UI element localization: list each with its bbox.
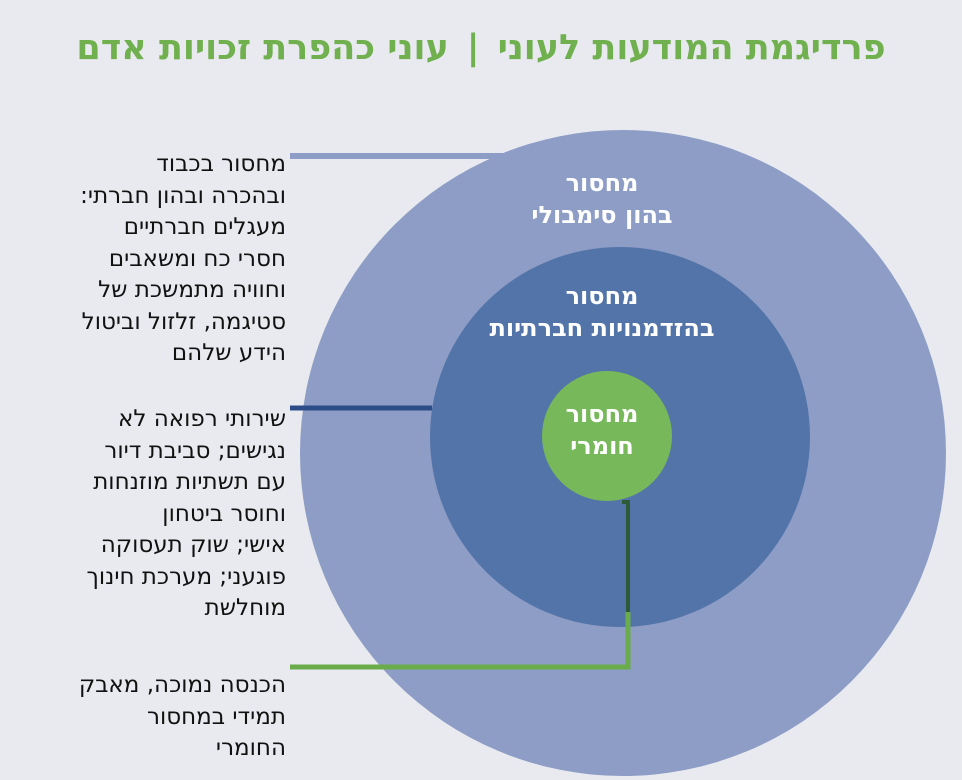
circle-label-line: בהזדמנויות חברתיות [489, 314, 715, 342]
annotation-line: חסרי כח ומשאבים [108, 245, 286, 272]
annotation-line: וחוסר ביטחון [162, 500, 286, 527]
symbolic-capital-label: מחסור בהון סימבולי [512, 167, 692, 231]
circle-label-line: מחסור [565, 169, 639, 197]
page-title: פרדיגמת המודעות לעוני | עוני כהפרת זכויות … [0, 26, 962, 70]
annotation-line: וחוויה מתמשכת של [98, 277, 286, 303]
material-connector-inner-line [622, 500, 630, 612]
annotation-line: הכנסה נמוכה, מאבק [78, 672, 286, 698]
annotation-line: נגישים; סביבת דיור [104, 437, 286, 464]
title-left: פרדיגמת המודעות לעוני [497, 28, 886, 68]
material-label: מחסור חומרי [532, 398, 672, 462]
social-opportunities-label: מחסור בהזדמנויות חברתיות [452, 280, 752, 344]
circle-label-line: מחסור [565, 282, 639, 310]
annotation-line: פוגעני; מערכת חינוך [86, 563, 286, 590]
annotation-line: החומרי [215, 735, 286, 761]
annotation-line: אישי; שוק תעסוקה [100, 532, 286, 558]
social-opportunities-annotation: שירותי רפואה לא נגישים; סביבת דיור עם תש… [28, 404, 286, 625]
title-separator: | [466, 28, 480, 68]
annotation-line: שירותי רפואה לא [117, 406, 286, 432]
annotation-line: תמידי במחסור [146, 703, 286, 730]
annotation-line: הידע שלהם [171, 340, 286, 366]
material-circle [542, 371, 672, 501]
annotation-line: מעגלים חברתיים [123, 214, 286, 240]
symbolic-capital-annotation: מחסור בכבוד ובהכרה ובהון חברתי: מעגלים ח… [28, 149, 286, 370]
annotation-line: סטיגמה, זלזול וביטול [81, 308, 286, 335]
title-right: עוני כהפרת זכויות אדם [76, 28, 449, 68]
annotation-line: מחסור בכבוד [156, 151, 286, 177]
material-connector-outer-line [290, 612, 631, 670]
circle-label-line: חומרי [570, 432, 634, 460]
annotation-line: ובהכרה ובהון חברתי: [80, 182, 286, 209]
material-annotation: הכנסה נמוכה, מאבק תמידי במחסור החומרי [28, 670, 286, 765]
annotation-line: עם תשתיות מוזנחות [93, 469, 286, 495]
circle-label-line: בהון סימבולי [531, 201, 673, 229]
annotation-line: מוחלשת [204, 595, 286, 621]
circle-label-line: מחסור [565, 400, 639, 428]
